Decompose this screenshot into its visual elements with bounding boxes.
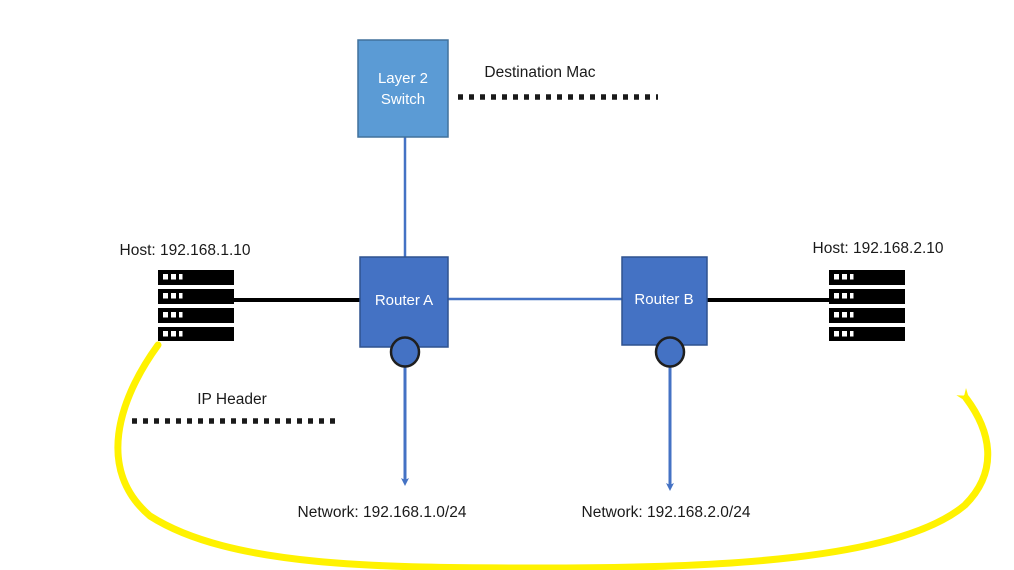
router-b-node[interactable]: Router B [621, 256, 708, 368]
yellow-return-path [114, 341, 992, 570]
network-left-label: Network: 192.168.1.0/24 [298, 504, 467, 521]
router-a-interface-circle[interactable] [389, 336, 421, 368]
router-b-label: Router B [634, 291, 693, 308]
host-left-node[interactable]: Host: 192.168.1.10 [120, 242, 251, 341]
layer2-switch-label-line2: Switch [381, 91, 425, 108]
host-right-node[interactable]: Host: 192.168.2.10 [813, 240, 944, 341]
layer2-switch-label-line1: Layer 2 [378, 70, 428, 87]
host-left-label: Host: 192.168.1.10 [120, 242, 251, 259]
layer2-switch-box[interactable] [357, 39, 449, 138]
router-b-interface-circle[interactable] [654, 336, 686, 368]
destination-mac-label: Destination Mac [484, 64, 595, 81]
network-right-label: Network: 192.168.2.0/24 [582, 504, 751, 521]
network-arrows-group [401, 366, 674, 491]
host-right-label: Host: 192.168.2.10 [813, 240, 944, 257]
router-a-label: Router A [375, 292, 433, 309]
ip-header-annotation: IP Header [132, 391, 336, 424]
router-a-node[interactable]: Router A [359, 256, 449, 368]
ip-header-label: IP Header [197, 391, 267, 408]
server-rack-icon[interactable] [158, 270, 234, 341]
yellow-return-path-group [114, 341, 992, 570]
router-b-box[interactable] [621, 256, 708, 346]
links-group [228, 137, 838, 302]
layer2-switch-node[interactable]: Layer 2 Switch [357, 39, 449, 138]
server-rack-icon[interactable] [829, 270, 905, 341]
network-labels-group: Network: 192.168.1.0/24 Network: 192.168… [298, 504, 751, 521]
destination-mac-annotation: Destination Mac [458, 64, 658, 100]
